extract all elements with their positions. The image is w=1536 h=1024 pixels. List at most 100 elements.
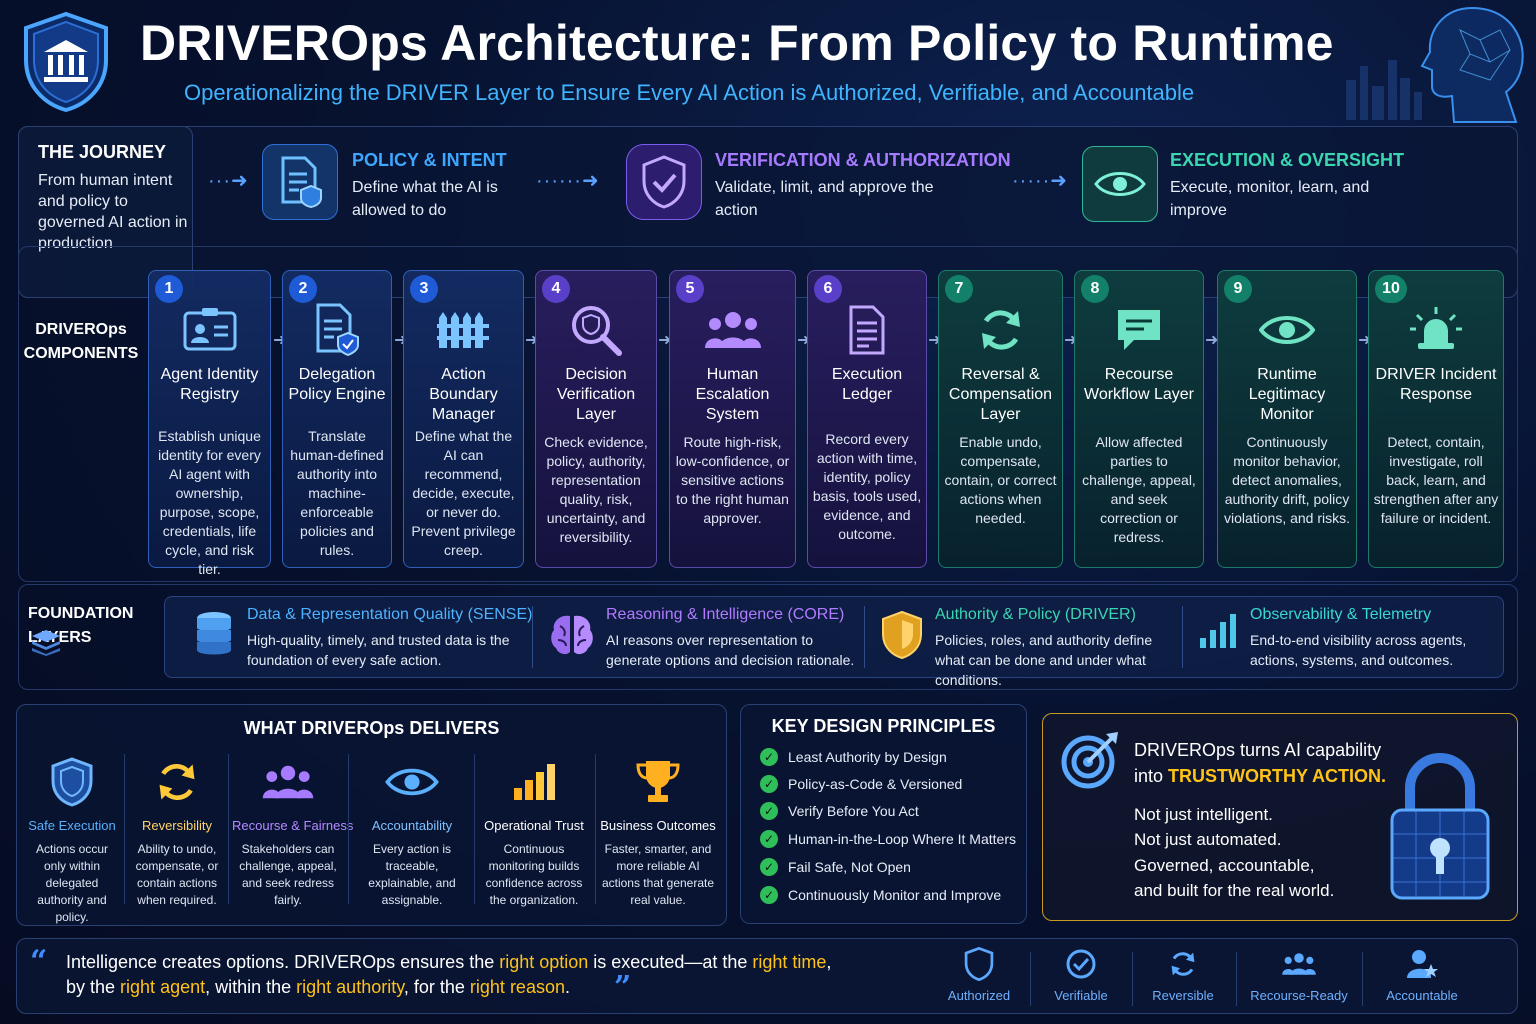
gold-shield-icon	[880, 610, 924, 665]
stage-title-execution: EXECUTION & OVERSIGHT	[1170, 150, 1405, 170]
principle-item: ✓ Human-in-the-Loop Where It Matters	[760, 830, 1016, 848]
component-text: Record every action with time, identity,…	[812, 431, 922, 542]
component-title: DRIVER Incident Response	[1375, 366, 1497, 403]
people-icon	[1249, 946, 1349, 982]
trust-line-1: DRIVEROps turns AI capability	[1134, 740, 1382, 760]
quote-text: is executed—at the	[588, 952, 753, 972]
deliver-text: Every action is traceable, explainable, …	[368, 842, 456, 907]
component-text: Enable undo, compensate, contain, or cor…	[944, 434, 1057, 526]
refresh-icon	[1133, 946, 1233, 982]
principle-label: Human-in-the-Loop Where It Matters	[788, 831, 1016, 847]
principle-label: Verify Before You Act	[788, 803, 919, 819]
refresh-icon	[130, 752, 224, 812]
journey-box	[18, 126, 193, 298]
policy-document-icon	[283, 299, 391, 361]
deliver-item-reversibility: Reversibility Ability to undo, compensat…	[130, 752, 224, 912]
component-title: Recourse Workflow Layer	[1084, 366, 1194, 403]
foundation-text-driver: Policies, roles, and authority define wh…	[935, 632, 1153, 688]
check-circle-icon	[1031, 946, 1131, 982]
deliver-text: Faster, smarter, and more reliable AI ac…	[601, 842, 715, 907]
stage-text-verification: Validate, limit, and approve the action	[715, 179, 934, 219]
delivers-panel	[16, 704, 727, 926]
quote-highlight: right reason	[469, 977, 565, 997]
shield-icon	[929, 946, 1029, 982]
badge-reversible: Reversible	[1133, 946, 1233, 1003]
separator	[532, 606, 533, 668]
quote-text: , within the	[205, 977, 297, 997]
ai-head-icon	[1340, 0, 1536, 130]
component-text: Check evidence, policy, authority, repre…	[544, 434, 648, 545]
badge-verifiable: Verifiable	[1031, 946, 1131, 1003]
quote-text: , for the	[403, 977, 470, 997]
person-star-icon	[1372, 946, 1472, 982]
principle-label: Continuously Monitor and Improve	[788, 887, 1002, 903]
principles-panel	[740, 704, 1027, 924]
foundation-text-core: AI reasons over representation to genera…	[606, 632, 855, 668]
people-icon	[232, 752, 344, 812]
check-icon: ✓	[760, 748, 778, 766]
badge-recourse-ready: Recourse-Ready	[1249, 946, 1349, 1003]
deliver-item-operational-trust: Operational Trust Continuous monitoring …	[476, 752, 592, 912]
component-text: Translate human-defined authority into m…	[290, 428, 384, 558]
component-title: Agent Identity Registry	[160, 366, 259, 403]
deliver-text: Ability to undo, compensate, or contain …	[135, 842, 219, 907]
component-number: 2	[289, 275, 317, 303]
brain-icon	[548, 612, 596, 663]
principle-item: ✓Fail Safe, Not Open	[760, 858, 911, 876]
principle-item: ✓ Verify Before You Act	[760, 802, 919, 820]
check-icon: ✓	[760, 830, 778, 848]
fence-icon	[404, 299, 523, 361]
check-icon: ✓	[760, 802, 778, 820]
bar-chart-icon	[476, 752, 592, 812]
component-title: Delegation Policy Engine	[288, 366, 386, 403]
trust-line-6: and built for the real world.	[1134, 881, 1335, 900]
principles-title: KEY DESIGN PRINCIPLES	[771, 716, 996, 736]
deliver-title: Recourse & Fairness	[232, 818, 354, 833]
quote-highlight: right option	[499, 952, 589, 972]
separator	[1182, 606, 1183, 668]
component-title: Action Boundary Manager	[429, 366, 498, 423]
target-icon	[1060, 730, 1120, 795]
component-title: Execution Ledger	[831, 366, 903, 403]
quote-text: ,	[826, 952, 832, 972]
ledger-icon	[808, 299, 926, 361]
quote-text: Intelligence creates options. DRIVEROps …	[66, 952, 500, 972]
trust-highlight: TRUSTWORTHY ACTION.	[1168, 766, 1387, 786]
foundation-text-observability: End-to-end visibility across agents, act…	[1250, 632, 1467, 668]
trust-line-4: Not just automated.	[1134, 830, 1282, 849]
deliver-item-accountability: Accountability Every action is traceable…	[354, 752, 470, 912]
eye-icon	[1082, 146, 1158, 222]
principle-item: ✓Policy-as-Code & Versioned	[760, 775, 962, 793]
quote-highlight: right time	[752, 952, 827, 972]
eye-icon	[1218, 299, 1356, 361]
quote-line-2: by the right agent, within the right aut…	[66, 977, 570, 998]
deliver-text: Actions occur only within delegated auth…	[35, 842, 109, 924]
check-icon: ✓	[760, 775, 778, 793]
principle-item: ✓Continuously Monitor and Improve	[760, 886, 1001, 904]
deliver-item-recourse: Recourse & Fairness Stakeholders can cha…	[232, 752, 354, 912]
foundation-title-observability: Observability & Telemetry	[1250, 606, 1432, 623]
eye-icon	[354, 752, 470, 812]
journey-text: From human intent and policy to governed…	[38, 172, 188, 252]
component-number: 5	[676, 275, 704, 303]
component-text: Detect, contain, investigate, roll back,…	[1373, 434, 1499, 526]
component-text: Route high-risk, low-confidence, or sens…	[675, 434, 790, 526]
component-number: 7	[945, 275, 973, 303]
component-title: Runtime Legitimacy Monitor	[1248, 366, 1326, 423]
check-icon: ✓	[760, 858, 778, 876]
component-number: 10	[1375, 275, 1407, 303]
bar-chart-icon	[1198, 612, 1238, 655]
quote-close-mark: ”	[614, 970, 632, 1005]
delivers-title: WHAT DRIVEROps DELIVERS	[243, 718, 500, 738]
component-card-6: 6 Execution Ledger Record every action w…	[807, 270, 927, 568]
separator	[124, 754, 125, 904]
badge-label: Recourse-Ready	[1250, 988, 1348, 1003]
stage-text-execution: Execute, monitor, learn, and improve	[1170, 179, 1370, 219]
component-text: Continuously monitor behavior, detect an…	[1223, 434, 1351, 526]
stage-text-policy: Define what the AI is allowed to do	[352, 179, 498, 219]
refresh-icon	[939, 299, 1062, 361]
foundation-layers	[164, 596, 1504, 678]
magnifier-shield-icon	[536, 299, 656, 361]
component-text: Define what the AI can recommend, decide…	[411, 428, 516, 558]
quote-highlight: right authority	[296, 977, 404, 997]
